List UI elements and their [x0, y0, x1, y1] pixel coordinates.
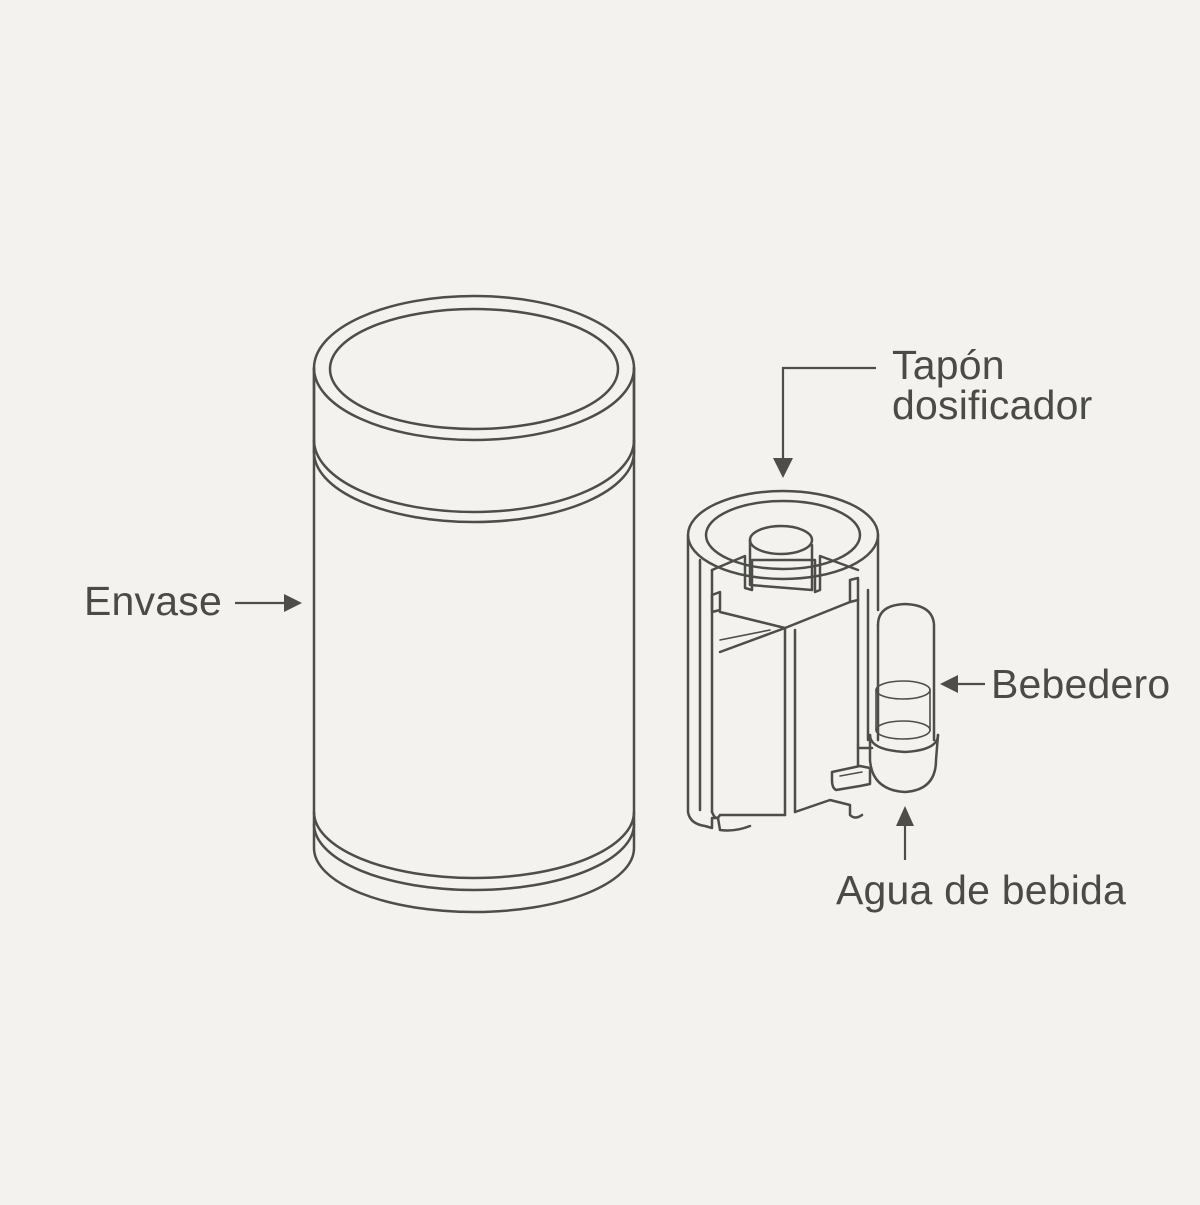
- dosing-cap: [686, 489, 880, 832]
- container-arrow: [235, 594, 302, 612]
- drinking-water-arrow: [896, 806, 914, 860]
- drinker-arrow: [940, 675, 985, 693]
- drinker: [830, 602, 940, 794]
- dosing-cap-arrow: [773, 366, 876, 478]
- dosing-cap-label-line1: Tapón: [892, 342, 1005, 388]
- container-jar: [312, 294, 636, 914]
- container-label: Envase: [84, 578, 222, 624]
- drinking-water-label: Agua de bebida: [836, 867, 1127, 913]
- dosing-cap-label-line2: dosificador: [892, 382, 1093, 428]
- drinker-label: Bebedero: [991, 661, 1171, 707]
